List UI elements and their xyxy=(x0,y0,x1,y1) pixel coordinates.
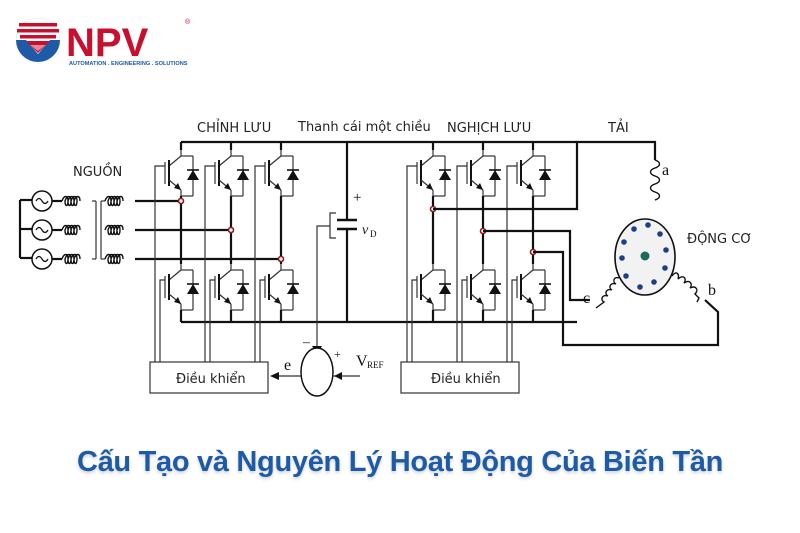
ac-source-icon xyxy=(31,219,53,241)
winding-b-icon xyxy=(671,272,700,303)
inverter-bridge xyxy=(406,142,552,362)
three-phase-source xyxy=(18,190,281,270)
registered-mark: ® xyxy=(185,18,191,26)
sum-minus-sign: – xyxy=(302,335,311,350)
controller-right-box xyxy=(400,361,520,394)
capacitor-plus: + xyxy=(353,190,361,206)
inductor-icon xyxy=(104,195,124,207)
igbt-icon xyxy=(466,149,502,197)
capacitor-voltage-label: v xyxy=(362,223,369,238)
rectifier-label: CHỈNH LƯU xyxy=(197,119,271,136)
brand-name: NPV xyxy=(66,21,149,65)
vref-sub: REF xyxy=(367,360,384,370)
igbt-icon xyxy=(214,149,250,197)
winding-c-icon xyxy=(595,276,620,309)
dc-bus-label: Thanh cái một chiều xyxy=(297,120,431,135)
inductor-icon xyxy=(104,224,124,236)
controller-left-box xyxy=(149,361,269,394)
error-label: e xyxy=(284,357,291,374)
page-title: Cấu Tạo và Nguyên Lý Hoạt Động Của Biến … xyxy=(76,446,724,478)
controller-right-label: Điều khiển xyxy=(431,372,501,387)
igbt-icon xyxy=(416,149,452,197)
vref-label: V xyxy=(356,353,368,370)
igbt-icon xyxy=(516,149,552,197)
igbt-icon xyxy=(516,263,552,311)
inductor-icon xyxy=(61,253,81,265)
motor: a b c xyxy=(583,159,716,309)
inverter-label: NGHỊCH LƯU xyxy=(447,121,531,136)
capacitor-voltage-sub: D xyxy=(370,229,377,239)
igbt-icon xyxy=(164,149,200,197)
phase-a-label: a xyxy=(662,162,669,179)
motor-feed-wires xyxy=(433,140,720,347)
motor-label: ĐỘNG CƠ xyxy=(687,231,752,247)
winding-a-icon xyxy=(649,159,661,201)
inductor-icon xyxy=(61,224,81,236)
controller-left-label: Điều khiển xyxy=(176,372,246,387)
sum-plus-sign: + xyxy=(334,347,341,361)
npv-logo: NPV ® AUTOMATION . ENGINEERING . SOLUTIO… xyxy=(16,18,191,67)
ac-source-icon xyxy=(31,248,53,270)
summing-junction-icon xyxy=(300,347,334,397)
igbt-icon xyxy=(264,263,300,311)
igbt-icon xyxy=(264,149,300,197)
rectifier-bridge xyxy=(154,142,300,362)
igbt-icon xyxy=(466,263,502,311)
igbt-icon xyxy=(214,263,250,311)
brand-tagline: AUTOMATION . ENGINEERING . SOLUTIONS xyxy=(69,61,188,67)
phase-b-label: b xyxy=(708,282,716,299)
phase-c-label: c xyxy=(583,290,590,307)
inductor-icon xyxy=(104,253,124,265)
dc-link-capacitor: + v D xyxy=(316,142,377,340)
igbt-icon xyxy=(416,263,452,311)
source-label: NGUỒN xyxy=(73,163,122,180)
inductor-icon xyxy=(61,195,81,207)
npv-emblem-icon xyxy=(16,18,60,62)
igbt-icon xyxy=(164,263,200,311)
load-label: TẢI xyxy=(607,119,629,136)
ac-source-icon xyxy=(31,190,53,212)
feedback-loop: – + V REF e Điều khiển Điều khiển xyxy=(149,335,520,397)
